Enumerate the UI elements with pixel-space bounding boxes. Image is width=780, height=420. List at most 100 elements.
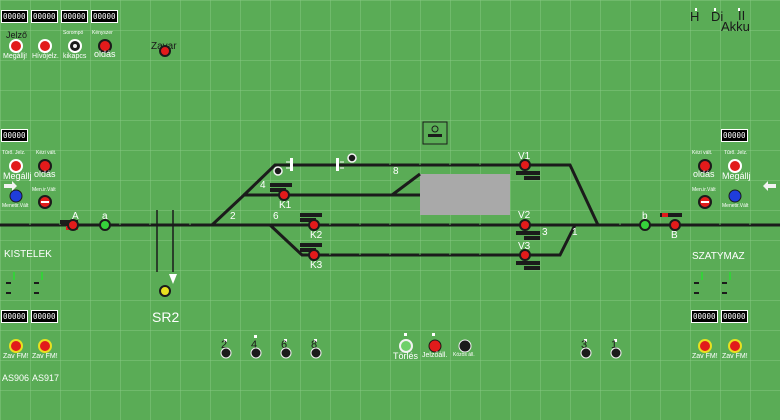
signal-A[interactable]: [66, 218, 80, 232]
switch-button-6[interactable]: [279, 346, 293, 360]
switch-button-1[interactable]: [609, 346, 623, 360]
signal-K3[interactable]: [307, 248, 321, 262]
switch-8-link: [391, 172, 421, 197]
zav-fm-label-2: Zav FM!: [32, 353, 58, 360]
signal-K2[interactable]: [307, 218, 321, 232]
left-blue-button[interactable]: [8, 188, 24, 204]
station-right: SZATYMAZ: [692, 251, 745, 262]
right-tuzo-label: Tűrő. Jelz.: [724, 150, 748, 156]
signal-b-label: b: [642, 211, 648, 222]
counter-left-mid: 00000: [1, 129, 28, 142]
direction-arrows: [4, 181, 776, 191]
left-kezi-label: Kézi vált.: [36, 150, 57, 156]
left-menet2-label: Men.ir.Vált: [32, 187, 56, 193]
counter-top-4: 00000: [91, 10, 118, 23]
switch-button-3[interactable]: [579, 346, 593, 360]
crossing-indicator[interactable]: [158, 284, 172, 298]
hivojelz-label: Hívójelz.: [32, 53, 59, 60]
switch-8-label: 8: [393, 166, 399, 177]
occupied-block: [420, 174, 510, 215]
switch-2-label: 2: [230, 211, 236, 222]
right-oldas-button[interactable]: [697, 158, 713, 174]
jelzoall-button[interactable]: [427, 338, 443, 354]
switch-button-8[interactable]: [309, 346, 323, 360]
signal-a[interactable]: [98, 218, 112, 232]
hivojelz-button[interactable]: [37, 38, 53, 54]
status-akku: Akku: [721, 19, 750, 34]
white-ticks: [224, 8, 740, 342]
left-megallj-button[interactable]: [8, 158, 24, 174]
switch-3-label: 3: [542, 227, 548, 238]
station-left: KISTELEK: [4, 249, 52, 260]
right-menet-button[interactable]: [697, 194, 713, 210]
oldas-label: oldás: [94, 49, 116, 59]
track-indicator-2: [347, 153, 357, 163]
insulated-joints: [290, 158, 339, 171]
signal-V1-label: V1: [518, 151, 531, 162]
kozos-all-button[interactable]: [457, 338, 473, 354]
switch-button-2[interactable]: [219, 346, 233, 360]
switch-button-4[interactable]: [249, 346, 263, 360]
zav-fm-label-1: Zav FM!: [3, 353, 29, 360]
counter-right-mid: 00000: [721, 129, 748, 142]
counter-top-1: 00000: [1, 10, 28, 23]
left-oldas-button[interactable]: [37, 158, 53, 174]
track-8-v1: [242, 163, 600, 226]
zav-fm-button-2[interactable]: [37, 338, 53, 354]
kenyszer-label: Kényszer: [92, 30, 113, 36]
jelzoall-label: Jelzőáll.: [422, 352, 448, 359]
kozos-all-label: Közös áll.: [453, 352, 475, 358]
as-label-2: AS917: [32, 373, 60, 383]
signal-B-label: B: [671, 230, 678, 241]
signal-A-label: A: [72, 211, 79, 222]
right-megallj-label: Megállj: [722, 171, 751, 181]
kenyszer-oldas-button[interactable]: [97, 38, 113, 54]
torles-button[interactable]: [398, 338, 414, 354]
megallj-button[interactable]: [8, 38, 24, 54]
counter-bottom-left-2: 00000: [31, 310, 58, 323]
signal-V2-label: V2: [518, 210, 531, 221]
counter-bottom-right-1: 00000: [691, 310, 718, 323]
counter-bottom-right-2: 00000: [721, 310, 748, 323]
signal-V3-label: V3: [518, 241, 531, 252]
signal-V1[interactable]: [518, 158, 532, 172]
zav-fm-button-4[interactable]: [727, 338, 743, 354]
right-menet2-label: Men.ir.Vált: [692, 187, 716, 193]
signal-K2-label: K2: [310, 230, 323, 241]
signal-V2[interactable]: [518, 218, 532, 232]
signal-B[interactable]: [668, 218, 682, 232]
megallj-label: Megállj!: [3, 53, 28, 60]
left-menet-button[interactable]: [37, 194, 53, 210]
signal-marks: [60, 171, 682, 270]
zav-fm-button-3[interactable]: [697, 338, 713, 354]
right-blue-button[interactable]: [727, 188, 743, 204]
zav-fm-label-4: Zav FM!: [722, 353, 748, 360]
left-oldas-label: oldás: [34, 169, 56, 179]
signal-V3[interactable]: [518, 248, 532, 262]
zav-fm-button-1[interactable]: [8, 338, 24, 354]
switch-6-label: 6: [273, 211, 279, 222]
right-menet-label: Menetir.Vált: [722, 203, 749, 209]
right-oldas-label: oldás: [693, 169, 715, 179]
joint-ticks: [286, 161, 344, 169]
signal-b[interactable]: [638, 218, 652, 232]
level-crossing: [156, 210, 177, 284]
sorompo-kikapcs-button[interactable]: [67, 38, 83, 54]
zavar-indicator: [159, 45, 171, 57]
status-ii: II: [738, 8, 746, 23]
switch-button-6-label: 6: [281, 339, 288, 351]
as-label-1: AS906: [2, 373, 30, 383]
counter-top-3: 00000: [61, 10, 88, 23]
jelzo-label: Jelző: [6, 30, 28, 40]
signal-K1[interactable]: [277, 188, 291, 202]
switch-button-3-label: 3: [581, 339, 588, 351]
left-megallj-label: Megállj: [3, 171, 32, 181]
right-megallj-button[interactable]: [727, 158, 743, 174]
signal-K3-label: K3: [310, 260, 323, 271]
switch-1-label: 1: [572, 227, 578, 238]
left-tuzo-label: Tűrő. Jelz.: [2, 150, 26, 156]
switch-button-8-label: 8: [311, 339, 318, 351]
sorompo-label: Sorompó: [63, 30, 84, 36]
